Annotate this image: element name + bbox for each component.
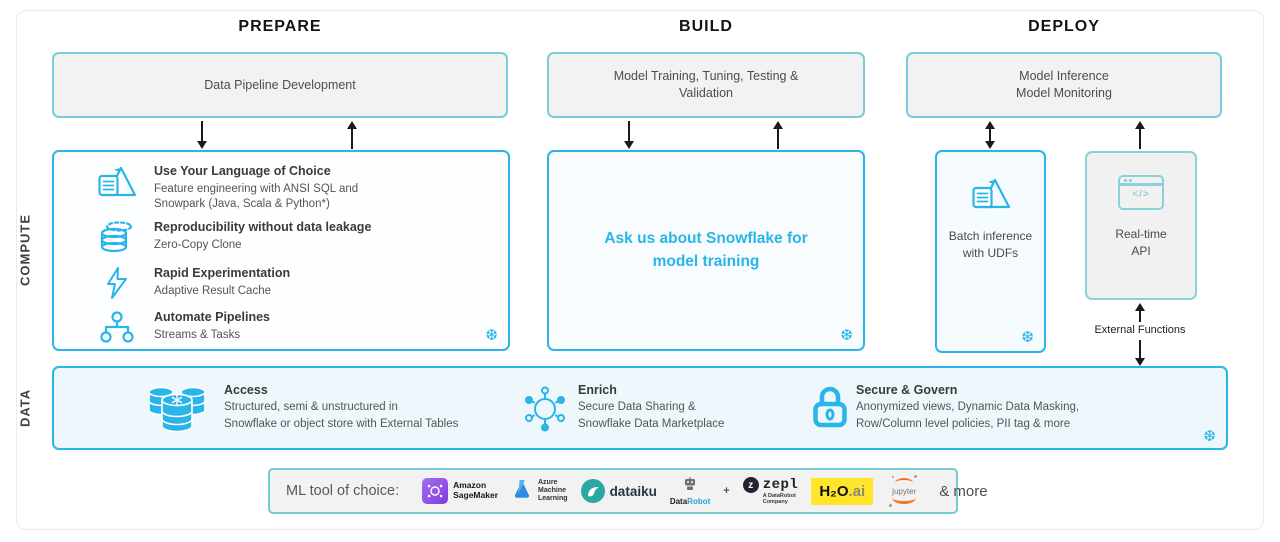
feature-title: Reproducibility without data leakage	[154, 220, 372, 234]
h2o-label: H₂O	[819, 482, 849, 500]
feature-language-of-choice: Use Your Language of Choice Feature engi…	[94, 164, 358, 213]
plus-sign: +	[723, 485, 730, 497]
build-stage-label: Model Training, Tuning, Testing & Valida…	[613, 69, 799, 100]
realtime-api-label: Real-time API	[1115, 227, 1167, 258]
database-clone-icon	[94, 220, 140, 256]
build-stage-box: Model Training, Tuning, Testing & Valida…	[547, 52, 865, 118]
deploy-stage-label: Model Inference Model Monitoring	[1016, 69, 1112, 100]
database-stack-icon	[146, 380, 208, 439]
external-functions-label: External Functions	[1094, 324, 1186, 336]
batch-inference-box: Batch inference with UDFs ❆	[935, 150, 1046, 353]
data-item-access: Access Structured, semi & unstructured i…	[224, 383, 458, 432]
data-item-desc: Anonymized views, Dynamic Data Masking, …	[856, 401, 1080, 430]
ml-tools-label: ML tool of choice:	[286, 483, 400, 499]
logo-jupyter: jupyter	[886, 473, 922, 509]
logo-amazon-sagemaker: Amazon SageMaker	[422, 478, 498, 504]
sagemaker-label-line2: SageMaker	[453, 490, 498, 500]
h2o-label-suffix: .ai	[848, 482, 866, 500]
arrow-down-icon	[623, 121, 635, 149]
arrow-up-icon	[772, 121, 784, 149]
build-note-text: Ask us about Snowflake for model trainin…	[604, 230, 808, 270]
logo-datarobot: DataRobot	[670, 476, 710, 506]
datarobot-label-part2: Robot	[687, 497, 711, 506]
prepare-stage-box: Data Pipeline Development	[52, 52, 508, 118]
logo-zepl: z zepl A DataRobot Company	[742, 477, 799, 505]
feature-desc: Adaptive Result Cache	[154, 284, 271, 297]
datarobot-icon	[682, 476, 698, 496]
feature-title: Automate Pipelines	[154, 310, 270, 324]
feature-title: Use Your Language of Choice	[154, 164, 331, 178]
feature-automate-pipelines: Automate Pipelines Streams & Tasks	[94, 310, 270, 344]
azure-label-line3: Learning	[538, 495, 568, 503]
arrow-down-icon	[1134, 340, 1146, 366]
lock-icon	[812, 384, 848, 435]
feature-desc: Feature engineering with ANSI SQL and Sn…	[154, 182, 359, 211]
zepl-label: zepl	[762, 477, 799, 493]
data-item-desc: Structured, semi & unstructured in Snowf…	[224, 401, 459, 430]
ml-tools-bar: ML tool of choice: Amazon SageMaker	[268, 468, 988, 514]
logo-dataiku: dataiku	[580, 479, 657, 503]
lightning-icon	[94, 266, 140, 300]
deploy-stage-box: Model Inference Model Monitoring	[906, 52, 1222, 118]
zepl-icon: z	[742, 477, 759, 493]
arrow-up-icon	[1134, 121, 1146, 149]
data-row-box: Access Structured, semi & unstructured i…	[52, 366, 1228, 450]
mountain-flag-icon	[968, 176, 1014, 212]
data-item-title: Secure & Govern	[856, 383, 958, 397]
column-header-prepare: PREPARE	[238, 18, 322, 35]
row-label-data: DATA	[17, 388, 33, 428]
column-header-build: BUILD	[679, 18, 733, 35]
sagemaker-label-line1: Amazon	[453, 480, 487, 491]
dataiku-label: dataiku	[609, 483, 657, 499]
data-item-desc: Secure Data Sharing & Snowflake Data Mar…	[578, 401, 725, 430]
pipeline-nodes-icon	[94, 310, 140, 344]
batch-inference-label: Batch inference with UDFs	[948, 229, 1033, 260]
compute-features-box: Use Your Language of Choice Feature engi…	[52, 150, 510, 351]
snowflake-icon: ❆	[485, 326, 498, 344]
feature-desc: Streams & Tasks	[154, 328, 241, 341]
jupyter-icon	[895, 478, 914, 488]
feature-rapid-experimentation: Rapid Experimentation Adaptive Result Ca…	[94, 266, 290, 300]
sagemaker-icon	[422, 478, 449, 504]
code-glyph: </>	[1132, 189, 1150, 200]
molecule-icon	[522, 386, 568, 437]
feature-title: Rapid Experimentation	[154, 266, 291, 280]
data-item-enrich: Enrich Secure Data Sharing & Snowflake D…	[578, 383, 724, 432]
azure-ml-icon	[511, 478, 533, 505]
arrow-up-icon	[1134, 303, 1146, 322]
datarobot-label-part1: Data	[669, 497, 688, 506]
snowflake-icon: ❆	[840, 326, 853, 344]
more-tools-label: & more	[939, 482, 988, 500]
prepare-stage-label: Data Pipeline Development	[204, 77, 356, 92]
realtime-api-box: </> Real-time API	[1085, 151, 1197, 300]
feature-reproducibility: Reproducibility without data leakage Zer…	[94, 220, 371, 256]
mountain-flag-icon	[94, 164, 140, 200]
snowflake-icon: ❆	[1021, 328, 1034, 346]
diagram-frame	[16, 10, 1264, 530]
azure-label-line2: Machine	[538, 486, 567, 494]
arrow-updown-icon	[984, 121, 996, 149]
arrow-up-icon	[346, 121, 358, 149]
feature-desc: Zero-Copy Clone	[154, 238, 242, 251]
data-item-secure-govern: Secure & Govern Anonymized views, Dynami…	[856, 383, 1079, 432]
row-label-compute: COMPUTE	[17, 214, 33, 287]
browser-code-icon: </>	[1118, 175, 1164, 210]
logo-azure-ml: Azure Machine Learning	[511, 478, 568, 505]
dataiku-icon	[580, 479, 605, 503]
zepl-tagline: A DataRobot Company	[762, 493, 796, 505]
azure-label-line1: Azure	[538, 478, 558, 486]
column-header-deploy: DEPLOY	[1028, 18, 1100, 35]
jupyter-label: jupyter	[892, 487, 917, 496]
arrow-down-icon	[196, 121, 208, 149]
data-item-title: Enrich	[578, 383, 617, 397]
logo-h2o-ai: H₂O.ai	[811, 477, 874, 505]
data-item-title: Access	[224, 383, 268, 397]
snowflake-icon: ❆	[1203, 427, 1216, 445]
compute-build-box: Ask us about Snowflake for model trainin…	[547, 150, 865, 351]
